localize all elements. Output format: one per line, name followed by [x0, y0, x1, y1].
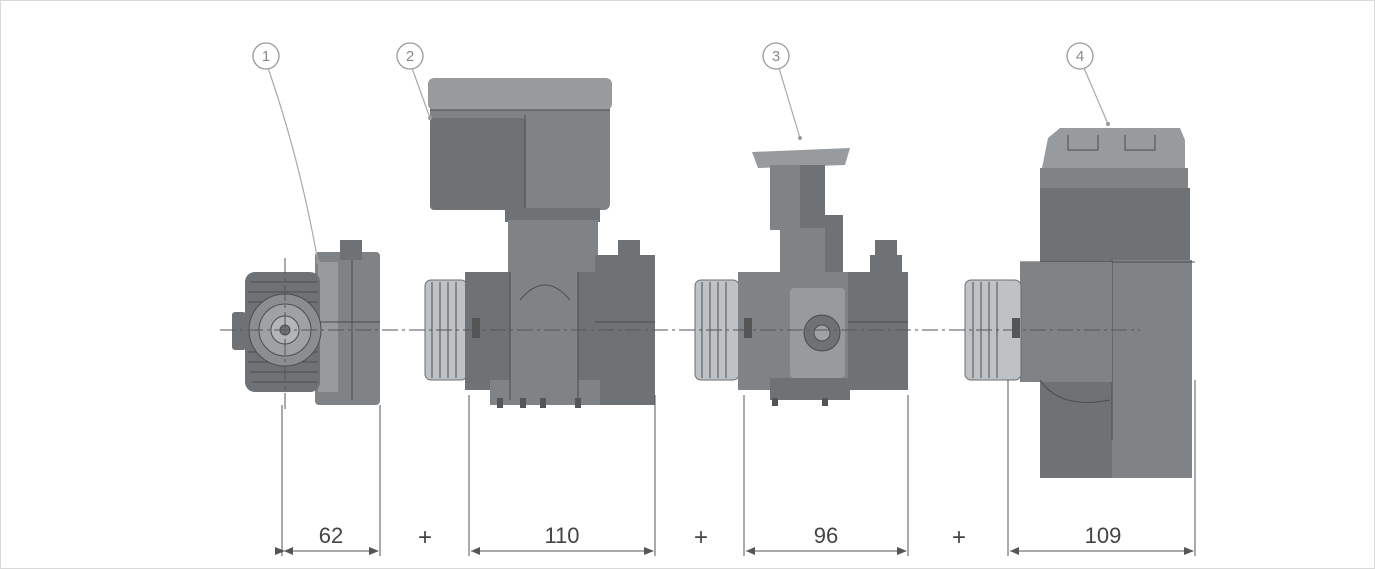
dimension-value-1: 62 — [319, 523, 343, 548]
dimension-value-4: 109 — [1085, 523, 1122, 548]
motor-drive-module-icon — [424, 78, 655, 408]
dimension-lines — [275, 547, 1194, 555]
callout-3: 3 — [762, 42, 790, 70]
callout-2: 2 — [396, 42, 424, 70]
dimension-value-3: 96 — [814, 523, 838, 548]
callout-label: 2 — [406, 48, 414, 65]
cap-module-icon — [964, 128, 1195, 478]
plus-sign: + — [694, 524, 708, 551]
callout-label: 3 — [772, 48, 780, 65]
plus-sign: + — [418, 524, 432, 551]
callout-label: 1 — [262, 48, 270, 65]
callout-1: 1 — [252, 42, 280, 70]
callout-label: 4 — [1076, 48, 1084, 65]
callout-4: 4 — [1066, 42, 1094, 70]
valve-module-icon — [694, 148, 908, 406]
plus-sign: + — [952, 524, 966, 551]
extension-lines — [281, 380, 1196, 556]
callout-leaders — [267, 67, 1110, 264]
dimension-value-2: 110 — [544, 523, 579, 548]
